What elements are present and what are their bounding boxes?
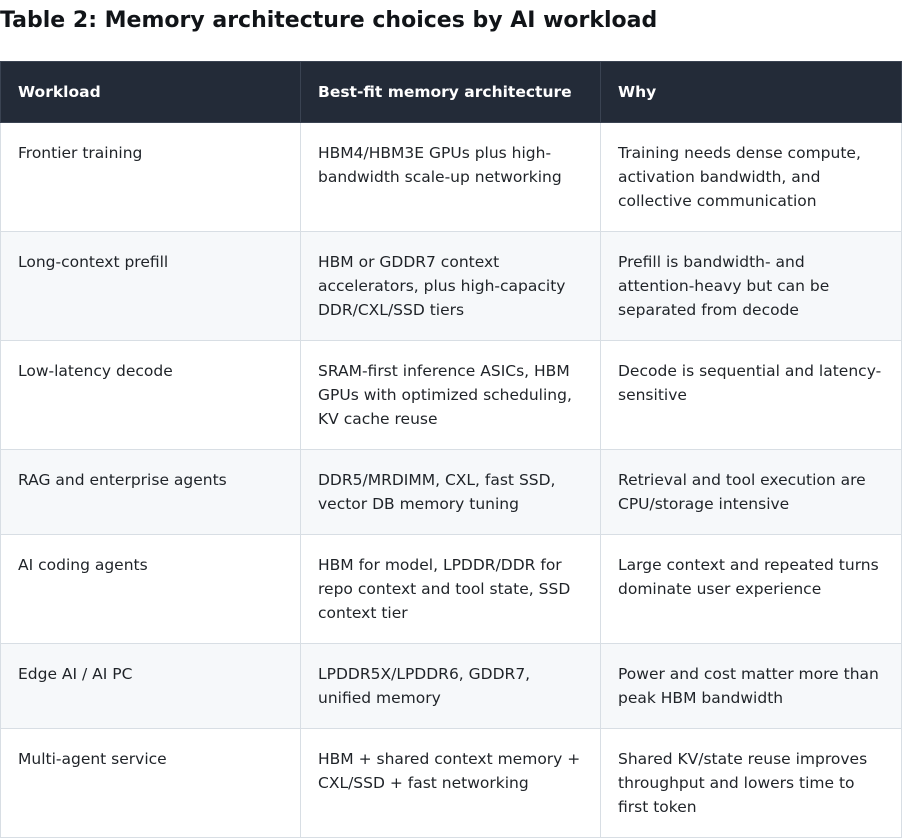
table-title: Table 2: Memory architecture choices by … (0, 8, 658, 33)
cell-why: Power and cost matter more than peak HBM… (600, 643, 902, 729)
cell-workload: AI coding agents (0, 534, 301, 644)
table-row: Multi-agent service HBM + shared context… (0, 728, 902, 838)
header-memory-architecture: Best-fit memory architecture (300, 61, 601, 123)
cell-workload: RAG and enterprise agents (0, 449, 301, 535)
cell-workload: Frontier training (0, 122, 301, 232)
cell-workload: Edge AI / AI PC (0, 643, 301, 729)
cell-why: Prefill is bandwidth- and attention-heav… (600, 231, 902, 341)
cell-memory-architecture: HBM for model, LPDDR/DDR for repo contex… (300, 534, 601, 644)
cell-why: Retrieval and tool execution are CPU/sto… (600, 449, 902, 535)
cell-why: Large context and repeated turns dominat… (600, 534, 902, 644)
cell-why: Shared KV/state reuse improves throughpu… (600, 728, 902, 838)
cell-memory-architecture: DDR5/MRDIMM, CXL, fast SSD, vector DB me… (300, 449, 601, 535)
cell-why: Decode is sequential and latency-sensiti… (600, 340, 902, 450)
table-header-row: Workload Best-fit memory architecture Wh… (0, 61, 902, 123)
workload-memory-table: Workload Best-fit memory architecture Wh… (0, 61, 902, 838)
header-why: Why (600, 61, 902, 123)
cell-memory-architecture: SRAM-first inference ASICs, HBM GPUs wit… (300, 340, 601, 450)
table-row: AI coding agents HBM for model, LPDDR/DD… (0, 534, 902, 644)
table-row: Edge AI / AI PC LPDDR5X/LPDDR6, GDDR7, u… (0, 643, 902, 729)
table-row: RAG and enterprise agents DDR5/MRDIMM, C… (0, 449, 902, 535)
cell-workload: Multi-agent service (0, 728, 301, 838)
cell-memory-architecture: HBM + shared context memory + CXL/SSD + … (300, 728, 601, 838)
cell-memory-architecture: HBM or GDDR7 context accelerators, plus … (300, 231, 601, 341)
table-row: Low-latency decode SRAM-first inference … (0, 340, 902, 450)
cell-workload: Long-context prefill (0, 231, 301, 341)
table-row: Long-context prefill HBM or GDDR7 contex… (0, 231, 902, 341)
table-row: Frontier training HBM4/HBM3E GPUs plus h… (0, 122, 902, 232)
cell-memory-architecture: LPDDR5X/LPDDR6, GDDR7, unified memory (300, 643, 601, 729)
header-workload: Workload (0, 61, 301, 123)
cell-why: Training needs dense compute, activation… (600, 122, 902, 232)
cell-memory-architecture: HBM4/HBM3E GPUs plus high-bandwidth scal… (300, 122, 601, 232)
cell-workload: Low-latency decode (0, 340, 301, 450)
